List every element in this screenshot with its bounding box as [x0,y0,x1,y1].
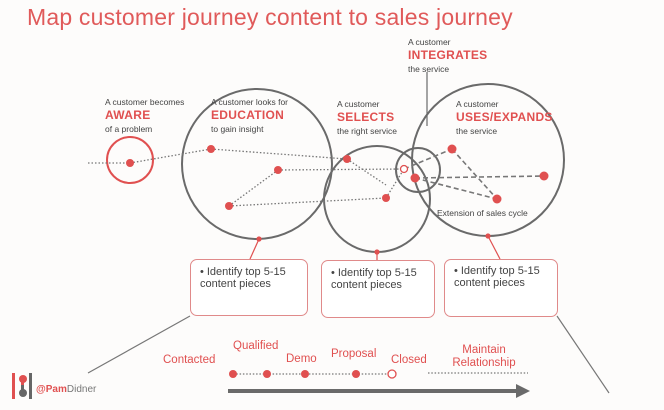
sales-timeline [229,369,528,379]
author-handle: @PamDidner [36,384,96,395]
sales-step-contacted: Contacted [163,354,216,366]
content-box: •Identify top 5-15 content pieces [321,260,435,318]
stage-selects: A customer SELECTS the right service [337,98,397,137]
stage-keyword: INTEGRATES [408,48,488,62]
funnel-left [87,315,191,374]
dot [382,194,390,202]
content-box-text: Identify top 5-15 content pieces [454,265,540,289]
integrates-circle [395,147,441,193]
open-dot [399,164,409,174]
sales-step-proposal: Proposal [331,348,377,360]
step-dot [352,370,360,378]
stage-aware: A customer becomes AWARE of a problem [105,96,184,135]
journey-dots [126,144,549,210]
step-dot-open [387,369,397,379]
dot [274,166,282,174]
stage-uses-expands: A customer USES/EXPANDS the service [456,98,553,137]
dot [126,159,134,167]
step-dot [229,370,237,378]
stage-suffix: the service [408,64,450,74]
dot [343,155,351,163]
box-connectors [249,233,501,260]
sales-step-maintain-relationship: Maintain Relationship [452,344,516,369]
stage-keyword: EDUCATION [211,108,285,122]
stage-prefix: A customer [337,99,380,109]
stage-prefix: A customer becomes [105,97,185,107]
progress-arrow-head [516,384,530,398]
sales-step-demo: Demo [286,353,317,365]
stage-suffix: the service [456,126,498,136]
content-box-text: Identify top 5-15 content pieces [200,266,286,290]
stage-prefix: A customer [408,37,451,47]
step-dot [301,370,309,378]
handle-rest: Didner [66,384,97,395]
stage-prefix: A customer [456,99,499,109]
stage-suffix: the right service [337,126,397,136]
dot [410,173,420,183]
dotted-paths [88,148,405,207]
funnel-right [556,315,610,394]
stage-integrates: A customer INTEGRATES the service [408,36,487,75]
stage-keyword: AWARE [105,108,151,122]
page-title: Map customer journey content to sales jo… [27,4,513,30]
stage-keyword: SELECTS [337,110,395,124]
dot [225,202,233,210]
dashed-paths [403,148,545,200]
content-box: •Identify top 5-15 content pieces [444,259,558,317]
aware-circle [106,136,154,184]
dot [447,144,457,154]
content-box-text: Identify top 5-15 content pieces [331,267,417,291]
stage-education: A customer looks for EDUCATION to gain i… [211,96,288,135]
dot [207,145,215,153]
sales-step-closed: Closed [391,354,427,366]
content-box: •Identify top 5-15 content pieces [190,259,308,316]
logo-icon [12,373,32,399]
handle-bold: Pam [45,384,67,395]
dot [539,171,549,181]
stage-suffix: of a problem [105,124,153,134]
stage-prefix: A customer looks for [211,97,289,107]
sales-step-qualified: Qualified [233,340,279,352]
extension-label: Extension of sales cycle [437,208,528,218]
stage-keyword: USES/EXPANDS [456,110,553,124]
stage-suffix: to gain insight [211,124,264,134]
handle-at: @ [36,384,46,395]
bullet: • [200,266,204,278]
dot [492,194,502,204]
bullet: • [331,267,335,279]
bullet: • [454,265,458,277]
step-dot [263,370,271,378]
